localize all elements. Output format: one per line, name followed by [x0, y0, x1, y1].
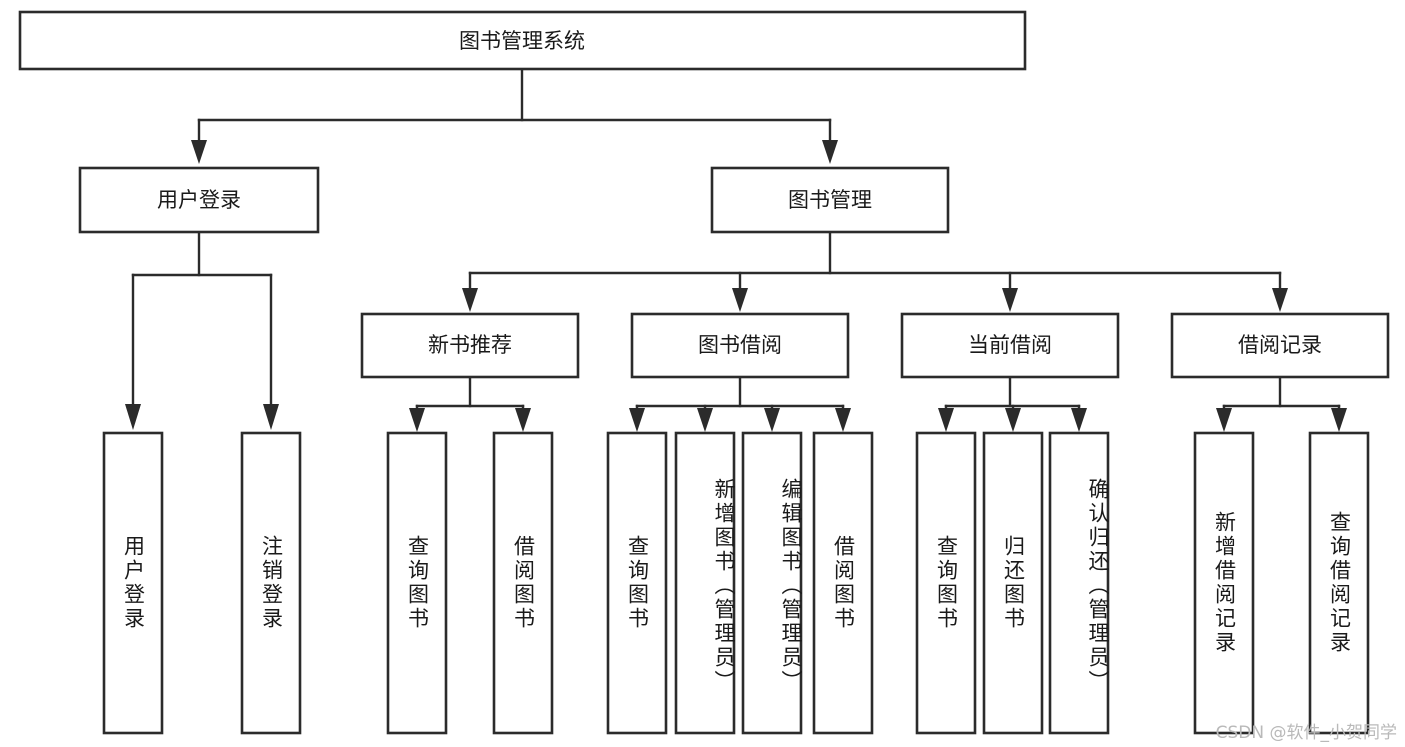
node-book-borrow-label: 图书借阅	[698, 333, 782, 357]
node-book-management-label: 图书管理	[788, 188, 872, 212]
arrow-newbook-l2-icon	[515, 408, 531, 432]
connector-group-current-borrow	[938, 376, 1087, 432]
arrow-bookborrow-l2-icon	[697, 408, 713, 432]
node-new-book-box[interactable]	[360, 312, 580, 379]
leaf-box-borrow-record-0[interactable]	[1193, 431, 1255, 735]
arrow-bookmgmt-c2-icon	[732, 288, 748, 312]
arrow-bookborrow-l4-icon	[835, 408, 851, 432]
leaf-box-book-borrow-0[interactable]	[606, 431, 668, 735]
connector-group-book-borrow	[629, 376, 851, 432]
connector-group-user-login	[125, 231, 279, 430]
leaf-box-new-book-1[interactable]	[492, 431, 554, 735]
leaf-box-current-borrow-1[interactable]	[982, 431, 1044, 735]
connector-group-borrow-record	[1216, 376, 1347, 432]
leaf-box-book-borrow-3[interactable]	[812, 431, 874, 735]
node-current-borrow-label: 当前借阅	[968, 333, 1052, 357]
arrow-currentborrow-l3-icon	[1071, 408, 1087, 432]
node-user-login-label: 用户登录	[157, 188, 241, 212]
node-borrow-record-box[interactable]	[1170, 312, 1390, 379]
arrow-bookmgmt-c4-icon	[1272, 288, 1288, 312]
arrow-bookborrow-l3-icon	[764, 408, 780, 432]
connector-group-new-book	[409, 376, 531, 432]
arrow-login-leaf1-icon	[125, 404, 141, 430]
arrow-login-leaf2-icon	[263, 404, 279, 430]
arrow-newbook-l1-icon	[409, 408, 425, 432]
node-new-book-label: 新书推荐	[428, 333, 512, 357]
node-user-login-box[interactable]	[78, 166, 320, 234]
leaf-box-borrow-record-1[interactable]	[1308, 431, 1370, 735]
node-book-borrow-box[interactable]	[630, 312, 850, 379]
watermark-text: CSDN @软件_小贺同学	[1215, 723, 1397, 743]
arrow-borrowrecord-l1-icon	[1216, 408, 1232, 432]
arrow-currentborrow-l2-icon	[1005, 408, 1021, 432]
node-borrow-record-label: 借阅记录	[1238, 333, 1322, 357]
arrow-bookmgmt-c1-icon	[462, 288, 478, 312]
node-root-label: 图书管理系统	[459, 29, 585, 53]
arrow-currentborrow-l1-icon	[938, 408, 954, 432]
leaf-box-book-borrow-1[interactable]	[674, 431, 736, 735]
connector-group-root	[191, 67, 838, 164]
leaf-box-current-borrow-2[interactable]	[1048, 431, 1110, 735]
leaf-box-user-login-1[interactable]	[240, 431, 302, 735]
arrow-root-to-login-icon	[191, 140, 207, 164]
leaf-box-book-borrow-2[interactable]	[741, 431, 803, 735]
connector-group-book-management	[462, 231, 1288, 312]
arrow-root-to-bookmgmt-icon	[822, 140, 838, 164]
node-current-borrow-box[interactable]	[900, 312, 1120, 379]
leaf-box-new-book-0[interactable]	[386, 431, 448, 735]
node-book-management-box[interactable]	[710, 166, 950, 234]
leaf-box-current-borrow-0[interactable]	[915, 431, 977, 735]
leaf-box-user-login-0[interactable]	[102, 431, 164, 735]
node-root-box[interactable]	[18, 10, 1027, 71]
arrow-bookborrow-l1-icon	[629, 408, 645, 432]
arrow-borrowrecord-l2-icon	[1331, 408, 1347, 432]
arrow-bookmgmt-c3-icon	[1002, 288, 1018, 312]
